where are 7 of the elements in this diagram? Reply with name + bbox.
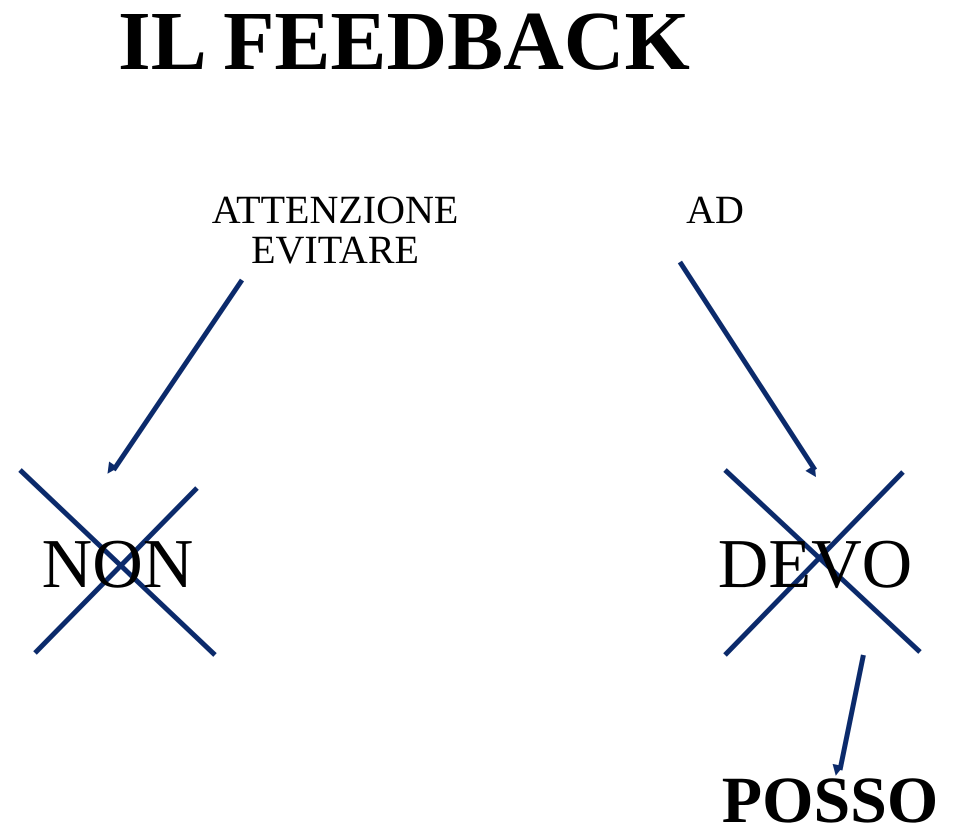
arrow xyxy=(832,654,866,776)
text-label: ATTENZIONE EVITARE xyxy=(185,190,485,280)
title: IL FEEDBACK xyxy=(118,0,691,84)
word-label: POSSO xyxy=(705,770,955,832)
arrow xyxy=(678,260,818,478)
text-label: AD xyxy=(670,190,760,262)
arrow xyxy=(107,278,244,474)
